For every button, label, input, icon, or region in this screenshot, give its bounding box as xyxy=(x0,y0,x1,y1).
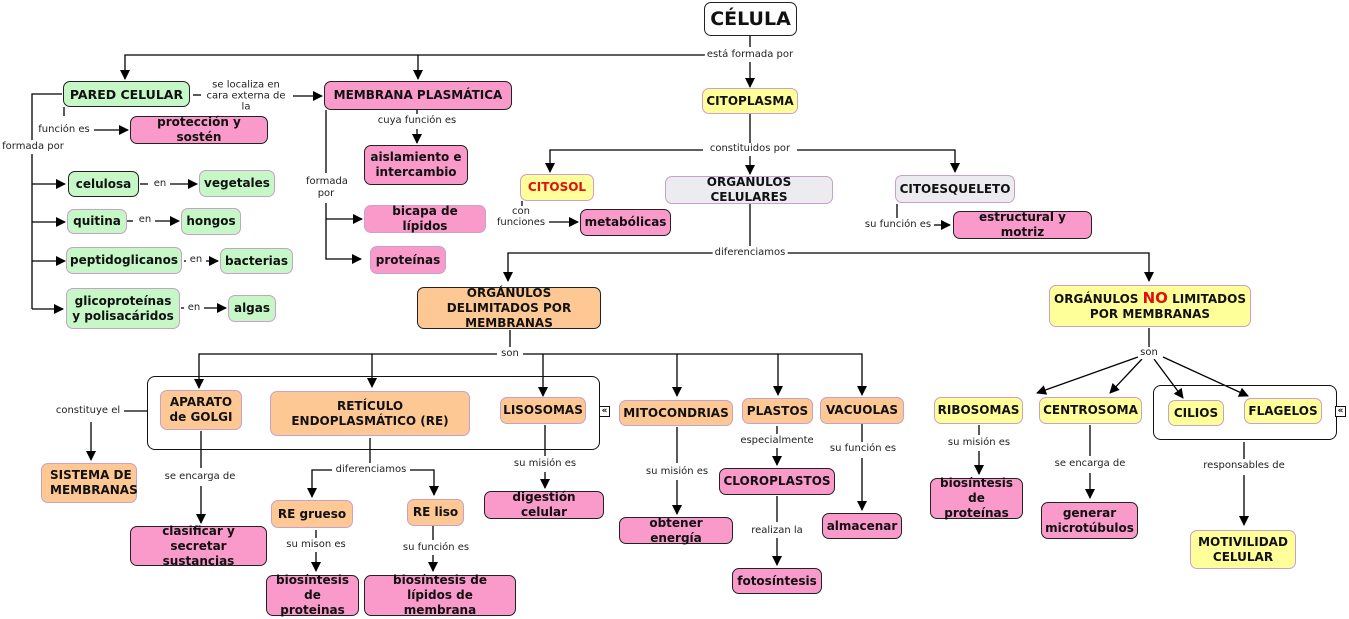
node-clasificar-secretar[interactable]: clasificar y secretar sustancias xyxy=(130,524,267,568)
node-algas[interactable]: algas xyxy=(228,295,276,322)
collapse-icon[interactable]: « xyxy=(599,406,610,417)
label-su-mison-es: su mison es xyxy=(284,539,348,551)
node-biosintesis-proteinas-re[interactable]: biosíntesis de proteinas xyxy=(266,573,359,617)
node-flagelos[interactable]: FLAGELOS xyxy=(1244,398,1322,424)
node-vegetales[interactable]: vegetales xyxy=(199,170,275,197)
node-centrosoma[interactable]: CENTROSOMA xyxy=(1039,397,1142,424)
label-son: son xyxy=(499,348,521,360)
label-especialmente: especialmente xyxy=(738,435,816,447)
node-citoplasma[interactable]: CITOPLASMA xyxy=(702,88,798,114)
node-peptidoglicanos[interactable]: peptidoglicanos xyxy=(66,247,182,274)
node-biosintesis-lipidos[interactable]: biosíntesis de lípidos de membrana xyxy=(364,573,516,617)
node-bicapa-lipidos[interactable]: bicapa de lípidos xyxy=(364,204,486,233)
node-biosintesis-proteinas[interactable]: biosíntesis de proteínas xyxy=(930,476,1023,520)
title-text: ORGÁNULOS NO LIMITADOS POR MEMBRANAS xyxy=(1054,288,1246,321)
node-aislamiento[interactable]: aislamiento e intercambio xyxy=(364,145,468,185)
label-constituidos-por: constituidos por xyxy=(707,143,793,155)
node-citosol[interactable]: CITOSOL xyxy=(520,174,594,201)
label-diferenciamos: diferenciamos xyxy=(712,247,788,259)
label-su-mision-es: su misión es xyxy=(511,458,579,470)
node-organulos-delimitados[interactable]: ORGÁNULOS DELIMITADOS POR MEMBRANAS xyxy=(417,286,601,330)
label-en: en xyxy=(187,254,205,266)
node-motilidad-celular[interactable]: MOTIVILIDAD CELULAR xyxy=(1190,530,1296,569)
label-constituye-el: constituye el xyxy=(53,405,123,417)
node-celulosa[interactable]: celulosa xyxy=(68,171,139,197)
node-membrana-plasmatica[interactable]: MEMBRANA PLASMÁTICA xyxy=(324,81,512,110)
node-mitocondrias[interactable]: MITOCONDRIAS xyxy=(619,400,733,426)
node-almacenar[interactable]: almacenar xyxy=(822,513,902,539)
label-su-funcion-es: su función es xyxy=(400,542,472,554)
collapse-icon[interactable]: « xyxy=(1335,406,1346,417)
label-con-funciones: con funciones xyxy=(493,206,549,228)
node-generar-microtubulos[interactable]: generar microtúbulos xyxy=(1041,502,1138,539)
label-realizan-la: realizan la xyxy=(749,525,805,537)
node-reticulo-endoplasmatico[interactable]: RETÍCULO ENDOPLASMÁTICO (RE) xyxy=(270,391,470,436)
node-vacuolas[interactable]: VACUOLAS xyxy=(820,397,904,424)
node-pared-celular[interactable]: PARED CELULAR xyxy=(63,81,190,107)
label-se-encarga-de: se encarga de xyxy=(1052,458,1128,470)
node-re-grueso[interactable]: RE grueso xyxy=(271,500,353,528)
node-digestion-celular[interactable]: digestión celular xyxy=(484,490,604,519)
node-celula[interactable]: CÉLULA xyxy=(704,2,797,36)
label-diferenciamos-re: diferenciamos xyxy=(333,464,409,476)
label-formada-por-membrana: formada por xyxy=(304,176,348,200)
label-su-mision-es: su misión es xyxy=(643,466,711,478)
label-formada-por: formada por xyxy=(0,141,66,153)
node-obtener-energia[interactable]: obtener energía xyxy=(619,516,733,545)
label-responsables-de: responsables de xyxy=(1201,460,1287,472)
label-esta-formada-por: está formada por xyxy=(704,49,796,61)
node-citoesqueleto[interactable]: CITOESQUELETO xyxy=(895,175,1015,203)
node-proteccion-sosten[interactable]: protección y sostén xyxy=(130,115,268,144)
node-organulos-no-limitados[interactable]: ORGÁNULOS NO LIMITADOS POR MEMBRANAS xyxy=(1049,285,1251,327)
link-to-pared xyxy=(120,54,705,80)
node-fotosintesis[interactable]: fotosíntesis xyxy=(732,568,822,594)
label-su-funcion-es: su función es xyxy=(862,219,934,231)
node-plastos[interactable]: PLASTOS xyxy=(742,398,813,424)
node-hongos[interactable]: hongos xyxy=(181,208,241,235)
label-cuya-funcion-es: cuya función es xyxy=(375,115,459,127)
label-son: son xyxy=(1138,347,1160,359)
label-se-localiza: se localiza en cara externa de la xyxy=(201,79,291,113)
label-en: en xyxy=(136,214,154,226)
label-se-encarga-de: se encarga de xyxy=(162,471,238,483)
node-re-liso[interactable]: RE liso xyxy=(407,499,464,526)
node-metabolicas[interactable]: metabólicas xyxy=(580,209,671,236)
label-funcion-es: función es xyxy=(36,124,92,136)
label-su-funcion-es: su función es xyxy=(827,443,899,455)
label-en: en xyxy=(151,178,169,190)
node-bacterias[interactable]: bacterias xyxy=(220,248,293,274)
node-cloroplastos[interactable]: CLOROPLASTOS xyxy=(719,468,835,495)
node-cilios[interactable]: CILIOS xyxy=(1168,400,1224,426)
node-glicoproteinas[interactable]: glicoproteínas y polisacáridos xyxy=(66,288,180,329)
node-estructural-motriz[interactable]: estructural y motriz xyxy=(953,210,1092,239)
no-emphasis: NO xyxy=(1142,288,1168,307)
node-organulos-celulares[interactable]: ORGANULOS CELULARES xyxy=(665,175,833,204)
node-quitina[interactable]: quitina xyxy=(67,209,127,234)
node-proteinas[interactable]: proteínas xyxy=(370,246,446,274)
label-su-mision-es: su misión es xyxy=(945,437,1013,449)
node-aparato-golgi[interactable]: APARATO de GOLGI xyxy=(160,390,242,430)
label-en: en xyxy=(185,302,203,314)
node-lisosomas[interactable]: LISOSOMAS xyxy=(500,397,586,424)
node-ribosomas[interactable]: RIBOSOMAS xyxy=(934,397,1023,424)
node-sistema-membranas[interactable]: SISTEMA DE MEMBRANAS xyxy=(41,463,138,503)
link-pared-formada xyxy=(31,93,62,140)
